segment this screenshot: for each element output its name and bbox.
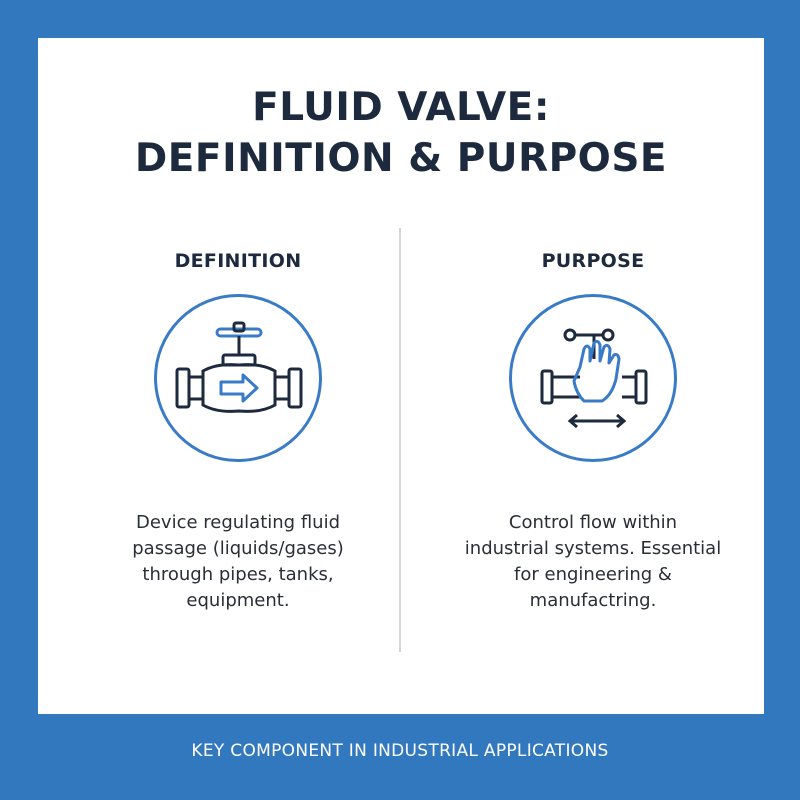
purpose-heading: PURPOSE <box>541 250 645 272</box>
definition-line-3: through pipes, tanks, <box>142 564 334 585</box>
definition-icon-circle <box>154 294 322 462</box>
column-divider <box>399 228 401 652</box>
page-title: FLUID VALVE: DEFINITION & PURPOSE <box>38 82 764 184</box>
definition-line-2: passage (liquids/gases) <box>132 538 344 559</box>
purpose-icon-circle <box>509 294 677 462</box>
definition-heading: DEFINITION <box>174 250 302 272</box>
definition-line-4: equipment. <box>186 590 290 611</box>
purpose-line-4: manufactring. <box>529 590 657 611</box>
purpose-line-1: Control flow within <box>508 512 678 533</box>
purpose-text: Control flow within industrial systems. … <box>433 510 753 614</box>
info-card: FLUID VALVE: DEFINITION & PURPOSE DEFINI… <box>38 38 764 714</box>
valve-icon <box>175 321 303 413</box>
footer-banner: KEY COMPONENT IN INDUSTRIAL APPLICATIONS <box>191 741 609 761</box>
hand-valve-control-icon <box>540 328 648 429</box>
definition-section: DEFINITION <box>78 38 398 714</box>
title-line-2: DEFINITION & PURPOSE <box>134 136 668 181</box>
definition-text: Device regulating fluid passage (liquids… <box>78 510 398 614</box>
title-line-1: FLUID VALVE: <box>252 85 550 130</box>
purpose-section: PURPOSE <box>433 38 753 714</box>
definition-line-1: Device regulating fluid <box>135 512 340 533</box>
purpose-line-2: industrial systems. Essential <box>464 538 722 559</box>
purpose-line-3: for engineering & <box>514 564 672 585</box>
